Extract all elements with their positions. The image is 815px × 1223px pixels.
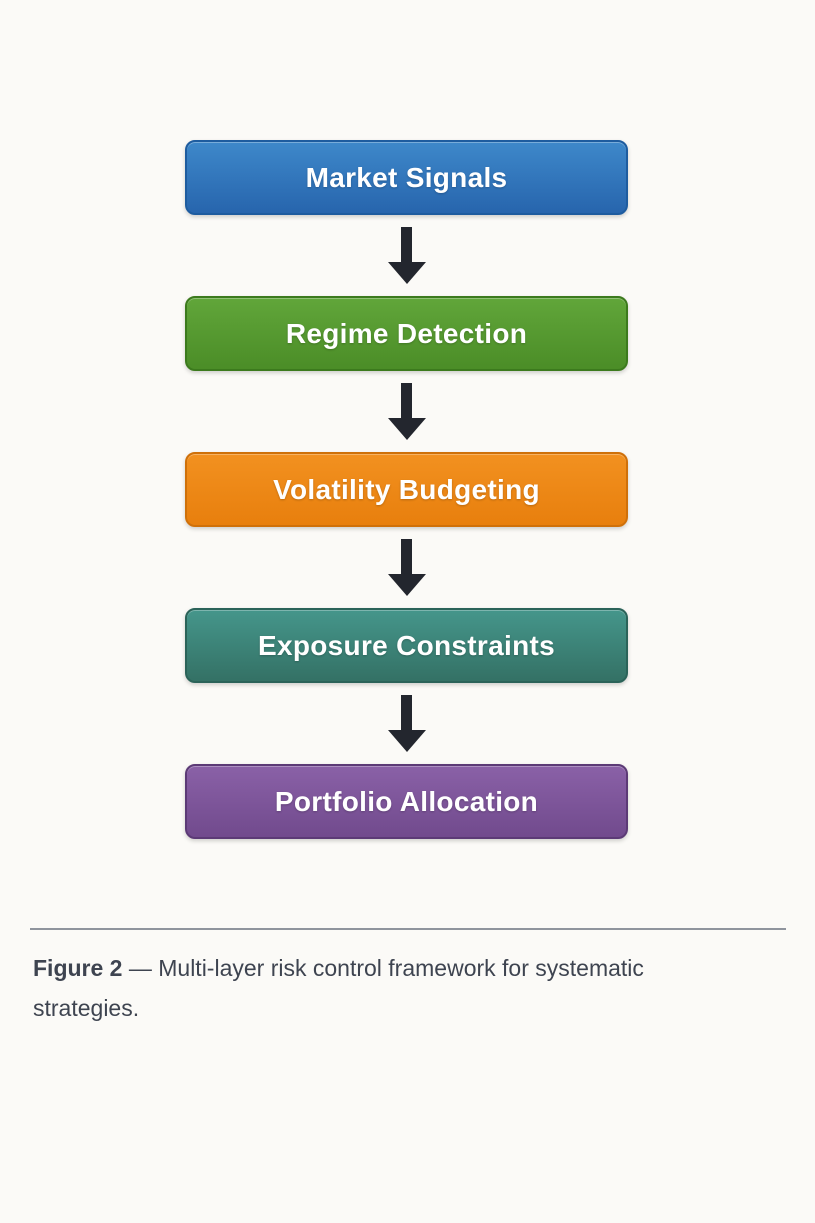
down-arrow-head: [387, 418, 426, 440]
flow-node-label: Portfolio Allocation: [274, 785, 539, 817]
flow-node-volatility-budgeting: Volatility Budgeting: [185, 452, 628, 527]
figure-caption-separator: —: [128, 955, 152, 981]
flow-arrow-gap: [185, 527, 628, 608]
flow-node-exposure-constraints: Exposure Constraints: [185, 608, 628, 683]
down-arrow-shaft: [401, 383, 412, 418]
flow-node-label: Market Signals: [305, 161, 508, 193]
down-arrow-shaft: [401, 539, 412, 574]
flow-node-market-signals: Market Signals: [185, 140, 628, 215]
down-arrow-head: [387, 574, 426, 596]
down-arrow-icon: [387, 695, 426, 752]
figure-caption: Figure 2 — Multi-layer risk control fram…: [33, 948, 733, 1028]
flow-node-label: Volatility Budgeting: [273, 473, 540, 505]
down-arrow-icon: [387, 539, 426, 596]
flow-node-regime-detection: Regime Detection: [185, 296, 628, 371]
caption-divider: [30, 928, 786, 930]
down-arrow-head: [387, 730, 426, 752]
down-arrow-shaft: [401, 695, 412, 730]
figure-caption-label: Figure 2: [33, 955, 123, 981]
down-arrow-shaft: [401, 227, 412, 262]
down-arrow-icon: [387, 227, 426, 284]
down-arrow-icon: [387, 383, 426, 440]
flow-arrow-gap: [185, 683, 628, 764]
flow-node-label: Regime Detection: [285, 317, 528, 349]
flow-arrow-gap: [185, 215, 628, 296]
flow-node-portfolio-allocation: Portfolio Allocation: [185, 764, 628, 839]
flow-node-label: Exposure Constraints: [258, 629, 555, 661]
flow-arrow-gap: [185, 371, 628, 452]
down-arrow-head: [387, 262, 426, 284]
figure-caption-text: Multi-layer risk control framework for s…: [33, 955, 644, 1021]
